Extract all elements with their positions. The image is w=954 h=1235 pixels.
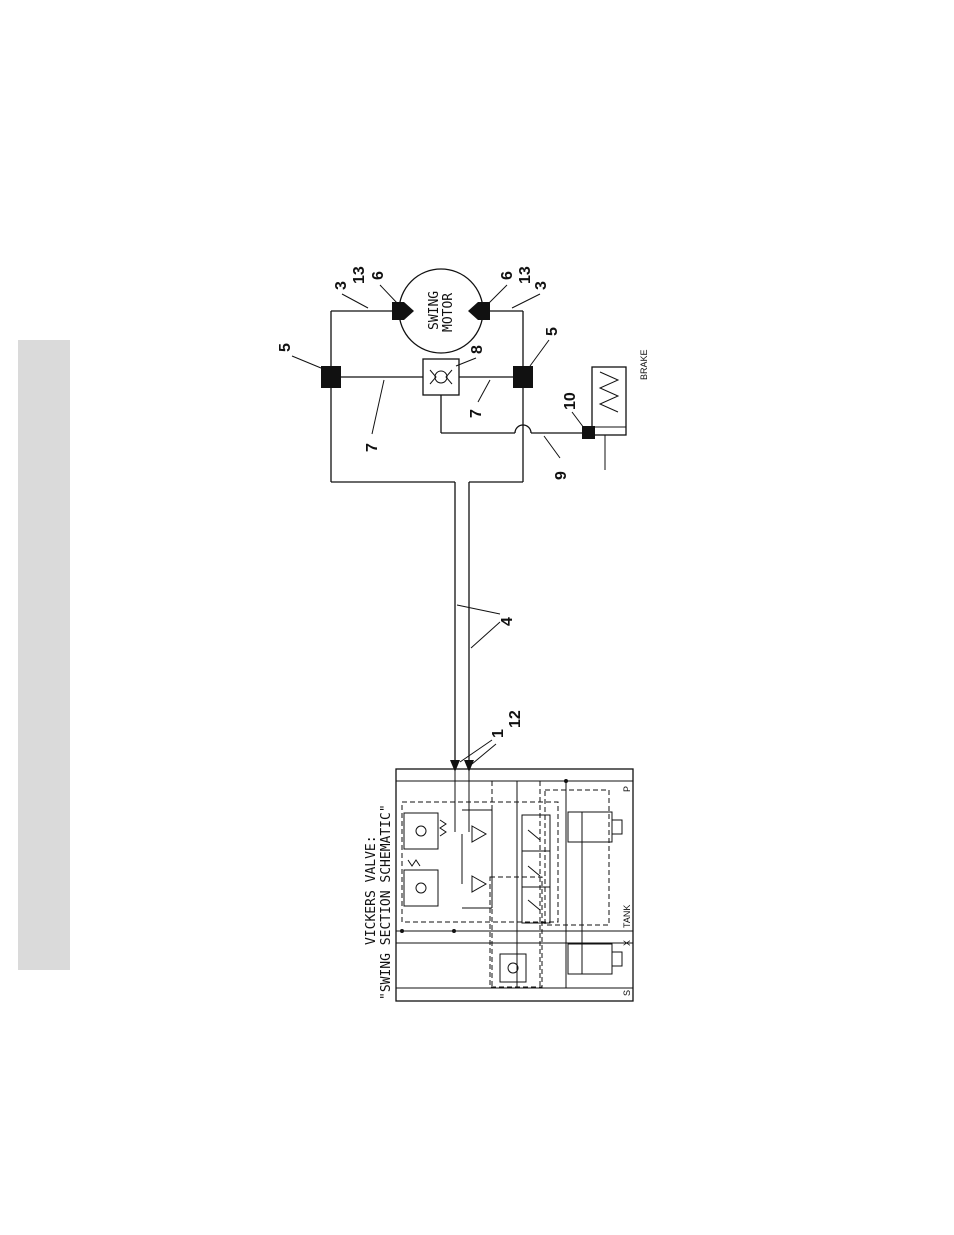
relief-valve-1 xyxy=(404,813,438,849)
callout-3-top: 3 xyxy=(333,281,350,290)
solenoid-valve-2 xyxy=(568,944,612,974)
callout-13-bottom: 13 xyxy=(517,266,534,284)
callout-6-bottom: 6 xyxy=(499,271,516,280)
port-s-label: S xyxy=(622,990,632,996)
valve-title-line1: VICKERS VALVE: xyxy=(364,835,379,945)
callout-5-left: 5 xyxy=(277,343,294,352)
callouts: 3 13 6 6 13 3 5 5 8 7 7 10 9 4 1 12 xyxy=(277,266,584,764)
check-valve-1 xyxy=(472,826,486,842)
valve-outer-frame xyxy=(396,769,633,1001)
solenoid-valve-1 xyxy=(568,812,612,842)
relief-valve-2 xyxy=(404,870,438,906)
callout-10: 10 xyxy=(562,392,579,410)
brake-spring xyxy=(600,372,618,412)
hoses xyxy=(331,482,523,770)
motor-label-1: SWING xyxy=(427,291,442,330)
shuttle-valve xyxy=(423,359,459,395)
fitting-6-top xyxy=(392,302,404,320)
callout-4: 4 xyxy=(499,617,516,626)
callout-7-left: 7 xyxy=(364,443,381,452)
callout-3-bottom: 3 xyxy=(533,281,550,290)
valve-title-line2: "SWING SECTION SCHEMATIC" xyxy=(379,804,394,1000)
fitting-5-left xyxy=(321,366,341,388)
shuttle-ball xyxy=(435,371,447,383)
brake-label: BRAKE xyxy=(639,349,649,380)
fitting-5-right xyxy=(513,366,533,388)
shuttle-check xyxy=(500,954,526,982)
vickers-valve xyxy=(396,760,633,1001)
callout-6-top: 6 xyxy=(370,271,387,280)
motor-label-2: MOTOR xyxy=(441,293,456,332)
callout-9: 9 xyxy=(553,471,570,480)
port-p-label: P xyxy=(622,786,632,792)
callout-13-top: 13 xyxy=(351,266,368,284)
callout-8: 8 xyxy=(469,345,486,354)
port-x-label: X xyxy=(622,940,632,946)
callout-5-right: 5 xyxy=(544,327,561,336)
callout-7-right: 7 xyxy=(468,409,485,418)
callout-1: 1 xyxy=(490,729,507,738)
brake-cylinder xyxy=(592,367,626,435)
check-valve-2 xyxy=(472,876,486,892)
callout-12: 12 xyxy=(507,710,524,728)
rotated-labels: VICKERS VALVE: "SWING SECTION SCHEMATIC"… xyxy=(364,291,649,1000)
port-tank-label: TANK xyxy=(622,905,632,928)
fitting-6-bottom xyxy=(478,302,490,320)
